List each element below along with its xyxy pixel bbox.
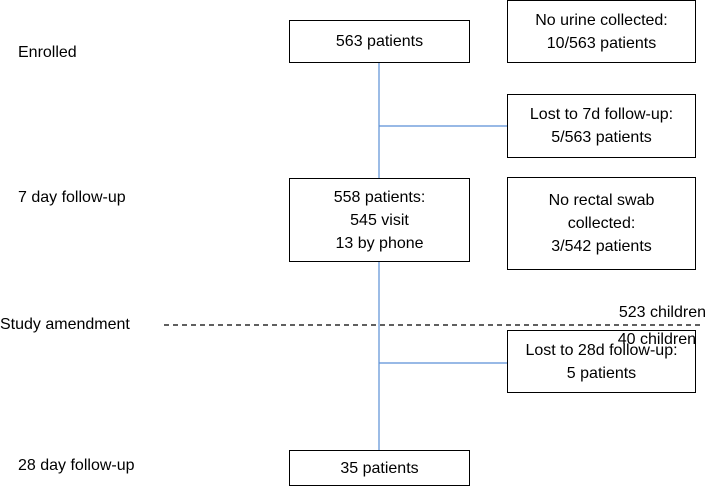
- box-7-day-line-1: 558 patients:: [333, 188, 426, 206]
- no-rectal-swab-line-2: collected:: [567, 215, 636, 232]
- amendment-note-523-children: 523 children: [618, 304, 706, 321]
- box-28-day-line-1: 35 patients: [340, 459, 419, 477]
- lost-28d-line-1: Lost to 28d follow-up:: [525, 341, 678, 359]
- box-lost-to-7d-follow-up: Lost to 7d follow-up: 5/563 patients: [507, 94, 696, 158]
- box-7-day-line-2: 545 visit: [350, 211, 409, 229]
- stage-label-7-day-follow-up: 7 day follow-up: [18, 189, 126, 206]
- box-7-day-follow-up-patients: 558 patients: 545 visit 13 by phone: [289, 178, 470, 262]
- box-enrolled-patients: 563 patients: [289, 20, 470, 63]
- no-urine-line-2: 10/563 patients: [546, 34, 657, 52]
- box-no-rectal-swab-collected: No rectal swab collected: 3/542 patients: [507, 177, 696, 270]
- lost-7d-line-2: 5/563 patients: [551, 129, 652, 146]
- stage-label-28-day-follow-up: 28 day follow-up: [18, 457, 135, 474]
- box-enrolled-line-1: 563 patients: [335, 33, 424, 50]
- stage-label-study-amendment: Study amendment: [0, 316, 130, 333]
- lost-7d-line-1: Lost to 7d follow-up:: [529, 106, 674, 123]
- stage-label-enrolled: Enrolled: [18, 44, 77, 61]
- box-no-urine-collected: No urine collected: 10/563 patients: [507, 0, 696, 63]
- lost-28d-line-2: 5 patients: [566, 364, 637, 382]
- no-rectal-swab-line-1: No rectal swab: [548, 192, 655, 209]
- no-urine-line-1: No urine collected:: [535, 11, 668, 29]
- no-rectal-swab-line-3: 3/542 patients: [551, 238, 652, 255]
- box-7-day-line-3: 13 by phone: [335, 234, 424, 252]
- amendment-note-40-children: 40 children: [617, 331, 696, 348]
- box-lost-to-28d-follow-up: Lost to 28d follow-up: 5 patients: [507, 330, 696, 393]
- box-28-day-follow-up-patients: 35 patients: [289, 450, 470, 486]
